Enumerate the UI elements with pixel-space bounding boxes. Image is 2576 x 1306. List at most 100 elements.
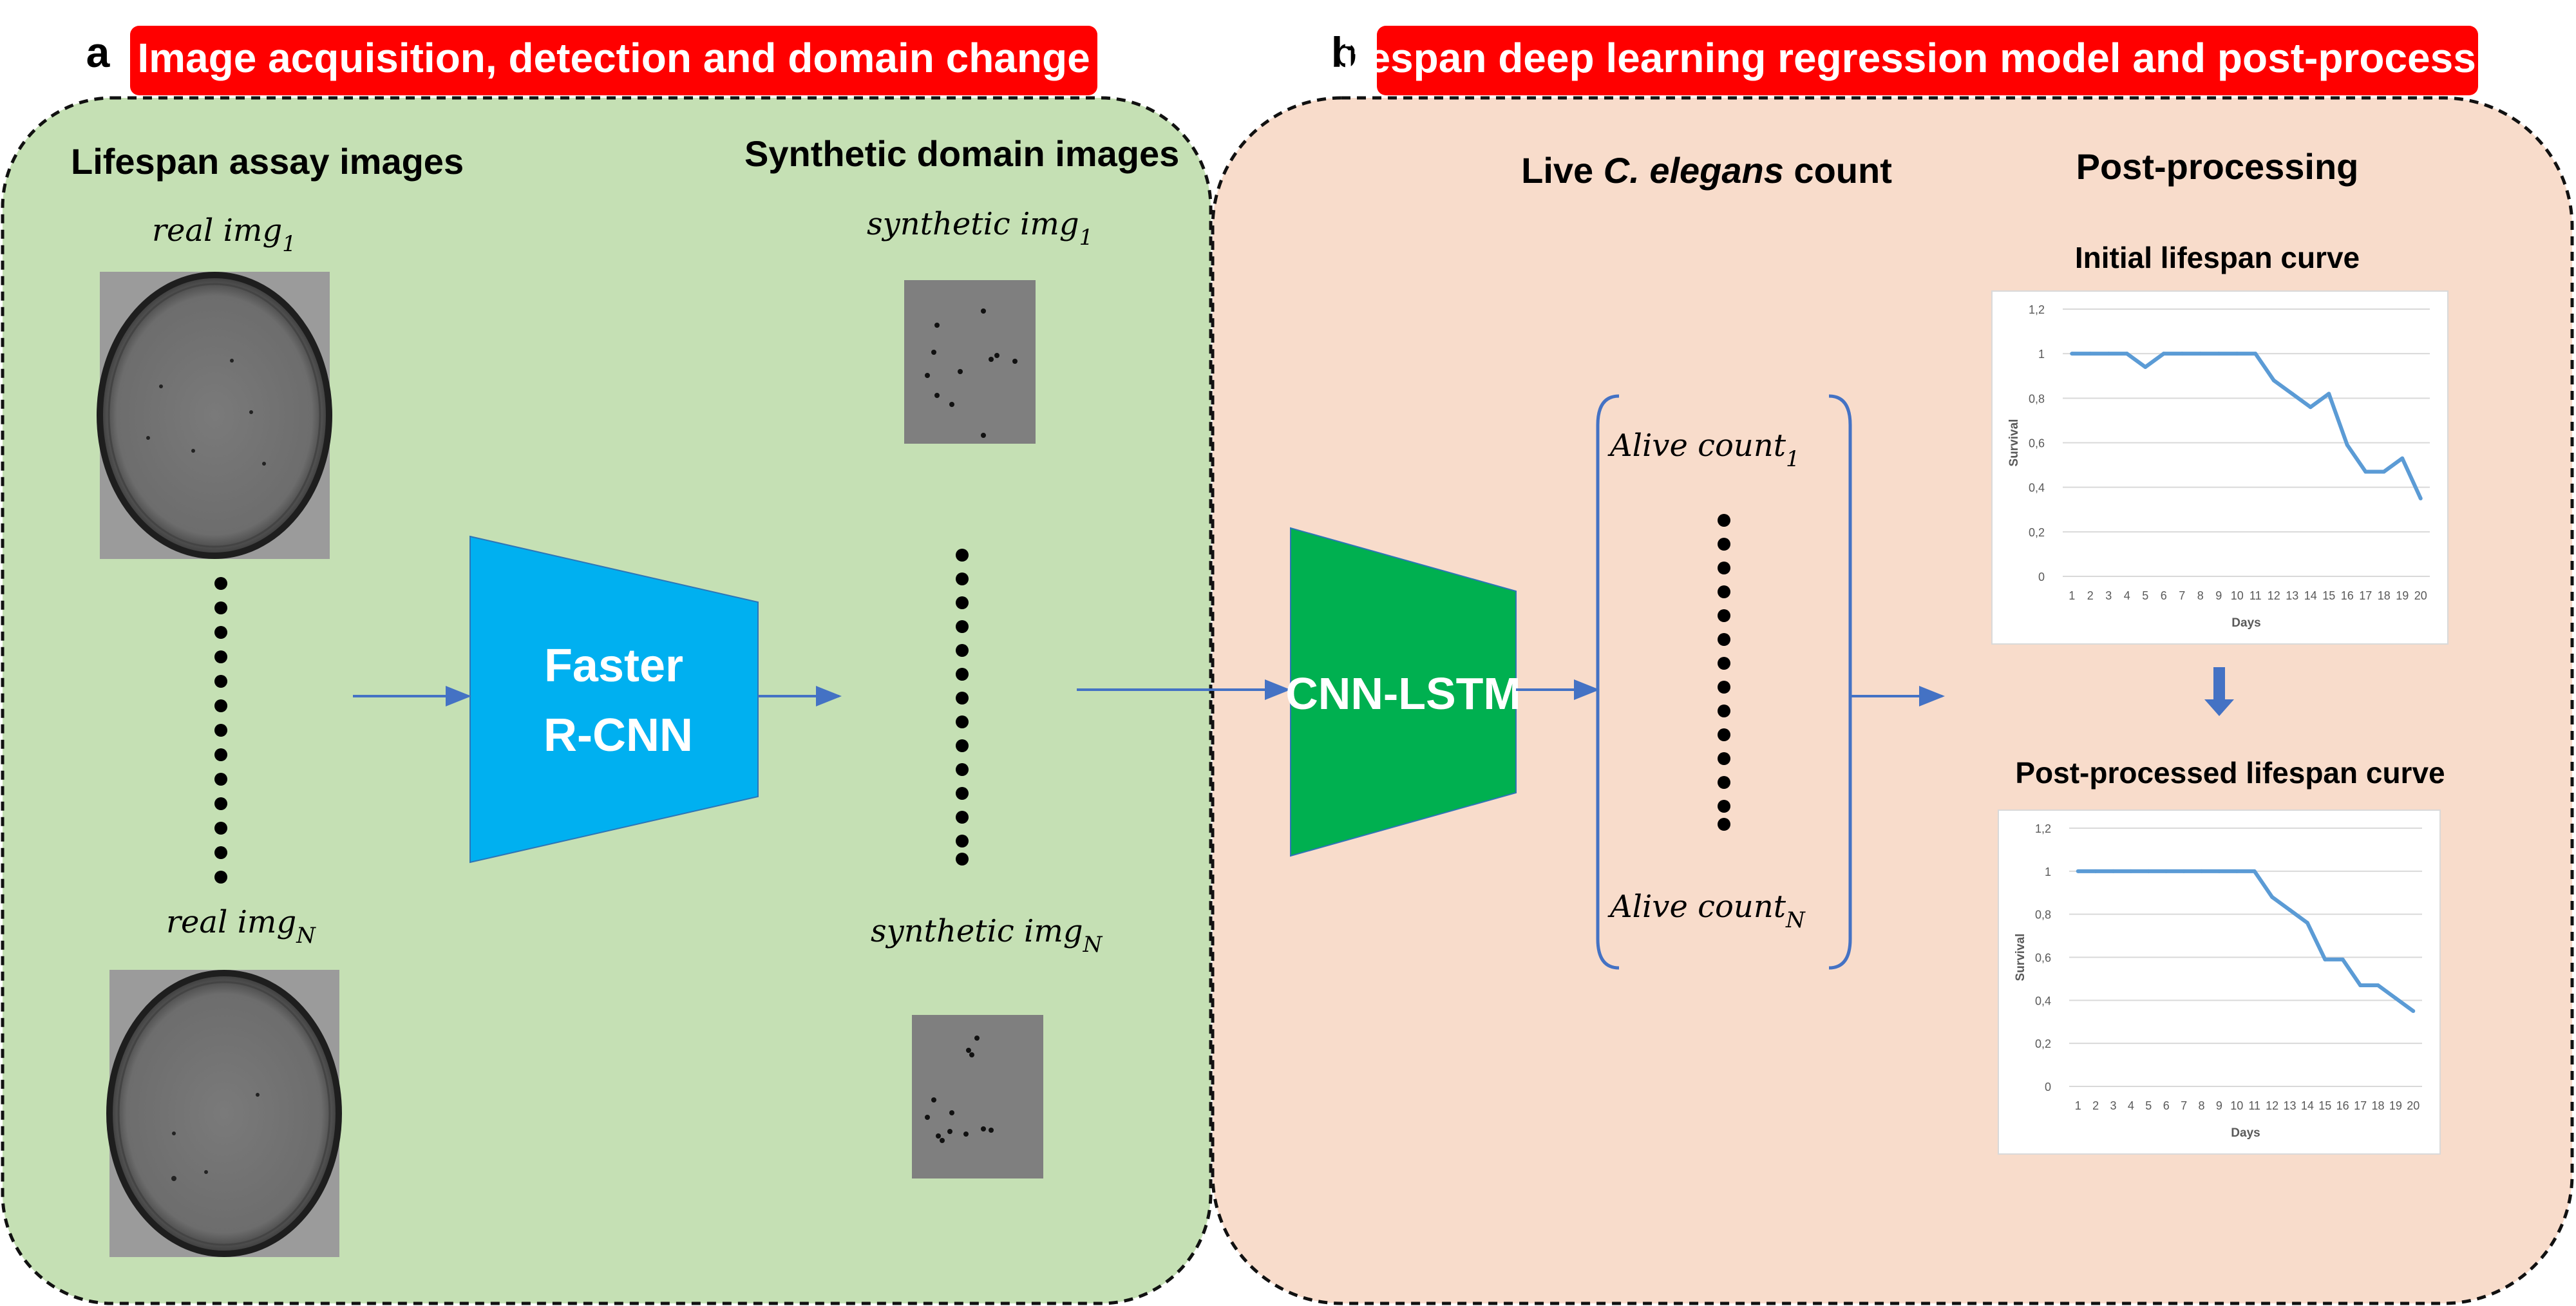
post-chart-y-tick-label: 1 bbox=[2045, 866, 2051, 878]
post-chart-data-point bbox=[2393, 996, 2398, 1000]
initial-chart-x-tick-label: 7 bbox=[2179, 589, 2185, 602]
initial-chart-data-point bbox=[2235, 352, 2239, 356]
panel-b-title-banner bbox=[1377, 26, 2478, 95]
synthetic-image-last bbox=[912, 1015, 1043, 1178]
post-chart-data-point bbox=[2111, 869, 2116, 873]
synthetic-img-first-label: synthetic img1 bbox=[867, 206, 1093, 251]
initial-chart-x-tick-label: 17 bbox=[2359, 589, 2372, 602]
post-chart-x-tick-label: 10 bbox=[2230, 1099, 2243, 1112]
post-chart-x-axis-label: Days bbox=[2231, 1126, 2260, 1140]
post-chart-data-point bbox=[2094, 869, 2098, 873]
post-chart-x-tick-label: 15 bbox=[2318, 1099, 2331, 1112]
post-processing-heading: Post-processing bbox=[2076, 146, 2359, 187]
initial-chart-data-point bbox=[2418, 496, 2423, 500]
initial-chart-data-point bbox=[2198, 352, 2202, 356]
initial-chart-x-tick-label: 8 bbox=[2197, 589, 2204, 602]
post-chart-x-tick-label: 1 bbox=[2075, 1099, 2081, 1112]
initial-chart-data-point bbox=[2290, 392, 2295, 396]
post-chart-x-tick-label: 16 bbox=[2336, 1099, 2349, 1112]
post-chart-x-tick-label: 5 bbox=[2145, 1099, 2152, 1112]
panel-a-title-banner bbox=[130, 26, 1097, 95]
real-img-last-label: real imgN bbox=[166, 904, 316, 949]
initial-chart-data-point bbox=[2070, 352, 2074, 356]
initial-chart-data-point bbox=[2363, 469, 2368, 474]
post-chart-data-point bbox=[2076, 869, 2080, 873]
initial-chart-x-tick-label: 14 bbox=[2304, 589, 2317, 602]
alive-count-first: Alive count1 bbox=[1607, 428, 1800, 472]
post-chart-x-tick-label: 12 bbox=[2266, 1099, 2278, 1112]
synthetic-domain-heading: Synthetic domain images bbox=[744, 133, 1179, 174]
synthetic-image-first bbox=[904, 280, 1036, 444]
post-chart-x-tick-label: 6 bbox=[2163, 1099, 2170, 1112]
initial-chart-x-tick-label: 16 bbox=[2341, 589, 2354, 602]
faster-rcnn-block bbox=[469, 535, 759, 864]
initial-chart-series-line bbox=[2072, 352, 2423, 500]
real-images-ellipsis bbox=[214, 577, 227, 884]
initial-chart-x-tick-label: 18 bbox=[2378, 589, 2391, 602]
post-chart-y-tick-label: 1,2 bbox=[2035, 822, 2051, 835]
alive-counts-ellipsis bbox=[1718, 514, 1730, 831]
initial-chart-x-tick-label: 4 bbox=[2124, 589, 2130, 602]
post-chart-x-tick-label: 3 bbox=[2110, 1099, 2116, 1112]
initial-chart-y-axis-label: Survival bbox=[2007, 419, 2021, 467]
initial-chart-frame bbox=[1991, 290, 2448, 645]
initial-chart-data-point bbox=[2143, 364, 2148, 369]
initial-chart-data-point bbox=[2180, 352, 2184, 356]
initial-chart-x-tick-label: 11 bbox=[2249, 589, 2262, 602]
post-chart-x-tick-label: 4 bbox=[2128, 1099, 2134, 1112]
real-plate-image-first bbox=[97, 272, 332, 559]
post-chart-y-tick-label: 0,6 bbox=[2035, 952, 2051, 965]
initial-chart-y-tick-label: 0 bbox=[2038, 571, 2045, 583]
post-chart-y-tick-label: 0 bbox=[2045, 1081, 2051, 1093]
initial-chart-x-tick-label: 3 bbox=[2105, 589, 2112, 602]
cnn-lstm-label: CNN-LSTM bbox=[1285, 668, 1520, 719]
down-arrow bbox=[2204, 667, 2234, 716]
initial-chart-x-tick-label: 13 bbox=[2286, 589, 2298, 602]
initial-chart-y-tick-label: 0,4 bbox=[2029, 482, 2045, 495]
post-chart-data-point bbox=[2323, 957, 2327, 961]
initial-chart-data-point bbox=[2345, 442, 2349, 447]
post-chart-x-tick-label: 2 bbox=[2092, 1099, 2099, 1112]
post-chart-y-axis-label: Survival bbox=[2014, 934, 2027, 981]
post-chart-x-tick-label: 7 bbox=[2181, 1099, 2187, 1112]
initial-chart-x-tick-label: 2 bbox=[2087, 589, 2094, 602]
post-chart-x-tick-label: 11 bbox=[2248, 1099, 2260, 1112]
initial-chart-x-tick-label: 5 bbox=[2142, 589, 2148, 602]
initial-chart-y-tick-label: 0,6 bbox=[2029, 437, 2045, 450]
initial-chart-data-point bbox=[2271, 378, 2276, 383]
panel-a: a Image acquisition, detection and domai… bbox=[1, 26, 1213, 1305]
real-plate-image-last bbox=[106, 970, 342, 1257]
synthetic-img-last-label: synthetic imgN bbox=[871, 913, 1103, 958]
cnn-lstm-block bbox=[1290, 527, 1517, 857]
initial-chart-y-tick-label: 1,2 bbox=[2029, 303, 2045, 316]
post-chart-x-tick-label: 13 bbox=[2283, 1099, 2296, 1112]
initial-chart-x-tick-label: 15 bbox=[2322, 589, 2335, 602]
post-chart-data-point bbox=[2164, 869, 2168, 873]
panel-b-title: Lifespan deep learning regression model … bbox=[1317, 35, 2538, 81]
faster-rcnn-label-line1: Faster bbox=[544, 640, 683, 692]
post-chart-data-point bbox=[2305, 921, 2309, 925]
post-chart-data-point bbox=[2340, 957, 2345, 961]
panel-a-letter: a bbox=[86, 28, 111, 76]
initial-chart-data-point bbox=[2088, 352, 2092, 356]
synthetic-images-ellipsis bbox=[956, 549, 969, 866]
post-curve-title: Post-processed lifespan curve bbox=[2015, 756, 2445, 790]
initial-chart-x-tick-label: 10 bbox=[2231, 589, 2244, 602]
post-chart-data-point bbox=[2411, 1009, 2416, 1014]
post-chart-data-point bbox=[2358, 983, 2363, 987]
post-chart-y-tick-label: 0,8 bbox=[2035, 909, 2051, 922]
counts-left-bracket bbox=[1596, 394, 1620, 970]
initial-chart-data-point bbox=[2161, 352, 2166, 356]
post-chart-data-point bbox=[2235, 869, 2239, 873]
initial-chart-data-point bbox=[2125, 352, 2129, 356]
initial-chart-y-tick-label: 1 bbox=[2038, 348, 2045, 361]
post-chart-x-tick-label: 8 bbox=[2198, 1099, 2204, 1112]
alive-count-last: Alive countN bbox=[1607, 889, 1806, 933]
post-chart-x-tick-label: 18 bbox=[2371, 1099, 2384, 1112]
post-chart-y-tick-label: 0,4 bbox=[2035, 994, 2051, 1007]
initial-chart-y-tick-label: 0,8 bbox=[2029, 392, 2045, 405]
post-chart-x-tick-label: 19 bbox=[2389, 1099, 2402, 1112]
post-chart-data-point bbox=[2270, 894, 2275, 899]
